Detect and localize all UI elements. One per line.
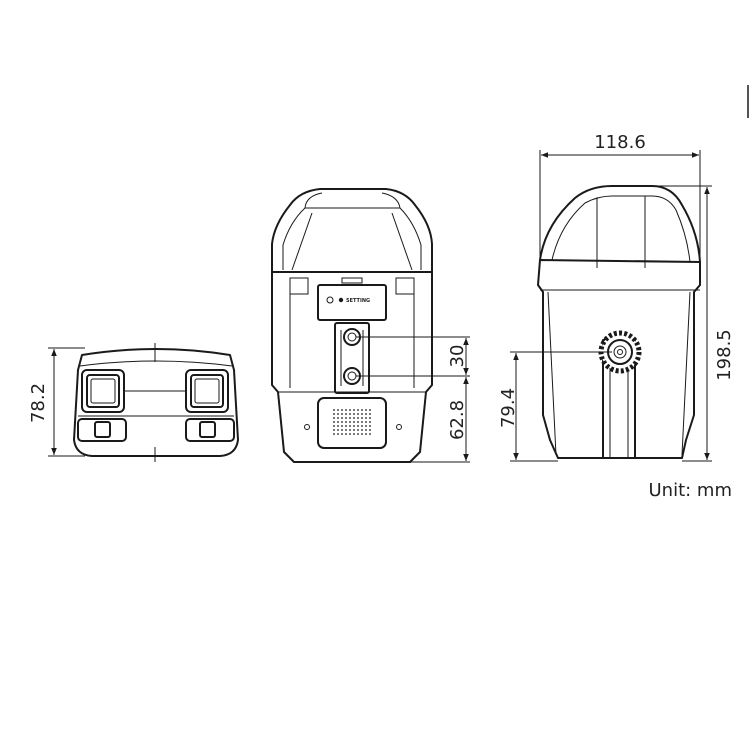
dim-front-height-label: 78.2 xyxy=(28,383,49,423)
back-view: SETTING xyxy=(271,188,433,463)
dim-upper-spacing-label: 30 xyxy=(447,345,468,368)
left-light xyxy=(77,418,127,442)
dim-side-width-label: 118.6 xyxy=(594,132,646,153)
dim-side-height-label: 198.5 xyxy=(714,329,735,381)
dim-side-height: 198.5 xyxy=(652,185,735,462)
dim-side-width: 118.6 xyxy=(539,132,701,260)
mount-plate xyxy=(334,322,370,394)
right-lens xyxy=(185,369,229,413)
front-view xyxy=(73,343,239,462)
speaker-grille xyxy=(317,397,387,449)
units-label: Unit: mm xyxy=(649,480,733,501)
right-light xyxy=(185,418,235,442)
dim-mount-height-label: 79.4 xyxy=(498,388,519,428)
dim-lower-height-label: 62.8 xyxy=(447,400,468,440)
left-lens xyxy=(81,369,125,413)
dim-lower-height: 62.8 xyxy=(410,377,470,463)
dim-upper-spacing: 30 xyxy=(356,336,470,377)
settings-plate: SETTING xyxy=(317,284,387,321)
settings-plate-label: SETTING xyxy=(346,298,370,304)
dim-front-height: 78.2 xyxy=(28,347,85,457)
side-view xyxy=(537,185,701,459)
dim-mount-height: 79.4 xyxy=(498,351,612,462)
